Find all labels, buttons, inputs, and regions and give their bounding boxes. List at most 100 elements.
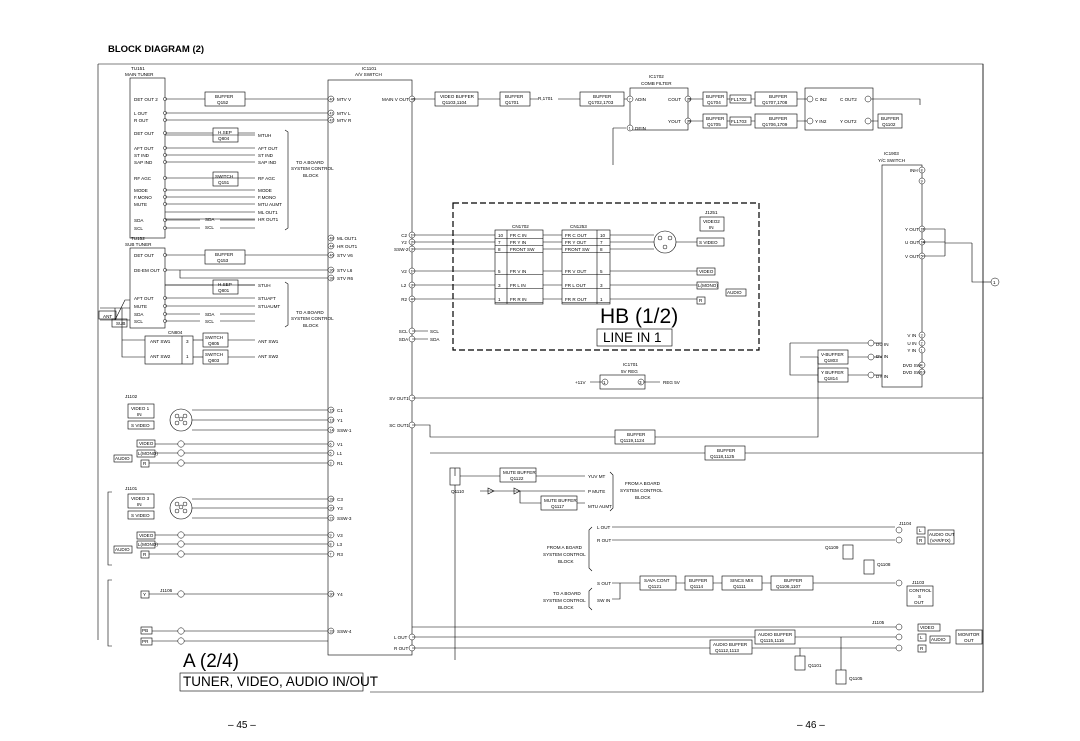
j1102-lmono: L(MONO)	[138, 451, 158, 456]
hb-board-outline	[452, 202, 760, 351]
din-pin	[178, 416, 184, 422]
hb-svideo-pin	[662, 244, 668, 250]
ao-monitor-out: OUT	[964, 638, 974, 643]
tu151-to-board: TO A BOARD	[296, 160, 324, 165]
hb-cn1253: CN1253	[570, 224, 587, 229]
ic1702-pin-label: DEIN	[635, 126, 646, 131]
ic1702-pin-num: 23	[687, 98, 691, 102]
ic1101-left-pin-label: SSW-4	[337, 629, 352, 634]
ic1101-left-pin-num: 42	[330, 119, 334, 123]
ic1903-pin-num: 4	[921, 364, 923, 368]
ic1702-cin2: C IN2	[815, 97, 827, 102]
cn804-num1: 3	[186, 339, 189, 344]
ic1101-right-pin-label: V2	[401, 269, 407, 274]
tu151-pin-label: DET OUT	[134, 131, 154, 136]
j1102-svideo-box	[127, 420, 155, 430]
ic1702-ref: IC1702	[649, 74, 664, 79]
sub-label: SUB	[116, 321, 125, 326]
diagram-title: BLOCK DIAGRAM (2)	[108, 44, 204, 55]
tu152-sda-scl-wire	[165, 313, 255, 322]
ic1903-pin	[918, 331, 926, 339]
sc-out-wire	[412, 424, 615, 438]
ao-abuf2-box	[709, 639, 753, 655]
hb-cn1702-label: FR V IN	[510, 269, 526, 274]
cn804-ant-wire	[121, 308, 145, 358]
tu151-right-label: ST IND	[258, 153, 274, 158]
hb-video-box	[696, 267, 716, 276]
hb-j1251: J1251	[705, 210, 718, 215]
hb-lmono: L(MONO)	[698, 283, 718, 288]
tu151-right-label: MTUH	[258, 133, 271, 138]
ic1101-left-pin-label: STV L6	[337, 268, 353, 273]
ic1903-du-in: DU IN	[876, 342, 889, 347]
hb-board-name: LINE IN 1	[603, 330, 662, 345]
ic1701-ref: IC1701	[623, 362, 638, 367]
ic1101-left-pin-num: 30	[330, 593, 334, 597]
hb-j1251-box	[699, 216, 725, 232]
jack-wires	[149, 409, 328, 642]
ic1101-right-pin-num: 3	[411, 248, 413, 252]
ic1903-pin-label: U IN	[907, 341, 916, 346]
main-buf1-ref: Q1701	[505, 100, 519, 105]
hb-board-id: HB (1/2)	[600, 305, 678, 328]
ic1702-yin2-pin	[806, 117, 814, 125]
ao-chain-wires	[612, 526, 895, 600]
ic1101-left-pin-label: MTV R	[337, 118, 352, 123]
hb-cn1253-label: FR C OUT	[565, 233, 587, 238]
hb-cn1702-label: FRONT SW	[510, 247, 535, 252]
ic1903-pin-num: 11	[921, 228, 925, 232]
ic1702-ybuf2-label: BUFFER	[769, 116, 788, 121]
tu152-pin-label: DET OUT	[134, 253, 154, 258]
cn804-sw2-label: SWITCH	[205, 352, 223, 357]
ic1101-left-pin-num: 36	[330, 269, 334, 273]
wire-sda-scl	[165, 219, 255, 229]
sub-box	[111, 318, 128, 328]
board-a-id: A (2/4)	[183, 651, 239, 672]
cn804-pin1: ANT SW1	[150, 339, 171, 344]
mid-sys-ctrl: SYSTEM CONTROL	[620, 488, 663, 493]
ic1101-right-pin-num: 3	[411, 284, 413, 288]
ic1903-wires	[789, 342, 868, 376]
ic1101-left-pin-label: R1	[337, 461, 343, 466]
j1102-svideo: S VIDEO	[131, 423, 150, 428]
j1102-in: IN	[137, 412, 142, 417]
cn804-sw1-ref: Q805	[208, 341, 220, 346]
rca-jack	[177, 440, 185, 448]
mute-buf2-ref: Q1117	[551, 504, 565, 509]
ic1903-pin	[918, 368, 926, 376]
ic1702-pin-label: ADIN	[635, 97, 646, 102]
ic1101-left-pin-num: 38	[330, 277, 334, 281]
ao-sava-label: SAVA CONT	[644, 578, 670, 583]
ao-j1104-r-box	[916, 536, 926, 545]
hb-scl-sda-wire	[412, 330, 428, 340]
ic1101-left-pin-label: C1	[337, 408, 343, 413]
ic1702-box	[629, 87, 689, 131]
tu152-right-label: STUAUMT	[258, 304, 280, 309]
ic1903-pin-label: Y OUT	[905, 227, 919, 232]
hb-board-label-box	[596, 328, 673, 347]
hb-cn1702-num: 5	[498, 269, 501, 274]
j1101-svideo-box	[127, 510, 155, 520]
wire-tu152-deem	[165, 269, 328, 279]
tu151-scl: SCL	[205, 225, 214, 230]
din-pin	[182, 413, 188, 419]
hb-cn1253-num: 8	[600, 247, 603, 252]
hb-cn1253-label: FRONT SW	[565, 247, 590, 252]
ic1101-left-pin-label: L3	[337, 542, 343, 547]
ic1702-out-box	[804, 87, 874, 131]
rca-jack	[177, 531, 185, 539]
ic1701-out: REG 5V	[663, 380, 681, 385]
tu152-name: SUB TUNER	[125, 242, 152, 247]
ao-q1109-box	[842, 544, 854, 560]
hb-cn1702-box	[494, 229, 544, 305]
main-buf2-ref: Q1702,1703	[588, 100, 614, 105]
mid-p-mute: P MUTE	[588, 489, 605, 494]
ic1903-pin-num: 5	[921, 255, 923, 259]
j1106-y: Y	[143, 592, 146, 597]
hb-cn1702-label: FR Y IN	[510, 240, 526, 245]
ic1101-left-pin-num: 9	[330, 534, 332, 538]
hb-cn1702-num: 1	[498, 297, 501, 302]
ic1101-left-pin-num: 14	[330, 429, 334, 433]
ao-abuf2-ref: Q1112,1113	[715, 648, 739, 653]
ao-sys-ctrl: SYSTEM CONTROL	[543, 552, 586, 557]
